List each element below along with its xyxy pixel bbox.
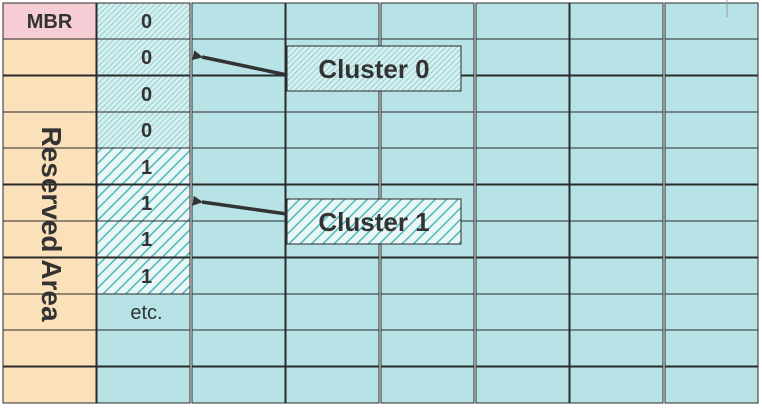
sector-cell-r5-c6 [569,184,664,222]
sector-cell-r0-c3 [285,2,380,40]
sector-cell-r8-c6 [569,293,664,331]
sector-label-1: 0 [141,47,152,69]
sector-cell-r10-c3 [285,366,380,404]
sector-cell-r0-c2 [191,2,286,40]
reserved-cell-r3 [2,111,97,149]
sector-cell-r7-c2 [191,257,286,295]
reserved-cell-r10 [2,366,97,404]
sector-cell-r7-c6 [569,257,664,295]
sector-cell-r8-c3 [285,293,380,331]
sector-cell-r2-c5 [475,75,570,113]
sector-label-0: 0 [141,11,152,33]
sector-cell-r3-c6 [569,111,664,149]
sector-cell-r6-c7 [664,220,759,258]
reserved-cell-r9 [2,329,97,367]
sector-cell-r4-c2 [191,147,286,185]
cluster-0-callout-label: Cluster 0 [318,54,429,84]
sector-cell-r2-c2 [191,75,286,113]
sector-cell-r3-c2 [191,111,286,149]
reserved-cell-r4 [2,147,97,185]
sector-cell-r1-c5 [475,38,570,76]
reserved-area-label: Reserved Area [36,126,67,322]
sector-cell-r9-c1 [96,329,191,367]
cluster-1-callout-label: Cluster 1 [318,207,429,237]
sector-cell-r2-c6 [569,75,664,113]
sector-cell-r6-c6 [569,220,664,258]
sector-cell-r10-c6 [569,366,664,404]
sector-cell-r8-c7 [664,293,759,331]
sector-cell-r5-c1 [96,184,191,222]
cluster-1-callout-box [286,198,462,245]
sector-cell-r0-c7 [664,2,759,40]
sector-cell-r9-c5 [475,329,570,367]
sector-labels: 0 0 0 0 1 1 1 1 etc. [130,11,162,324]
mbr-cell [2,2,97,40]
sector-cell-r4-c4 [380,147,475,185]
sector-cell-r9-c2 [191,329,286,367]
cluster-0-arrow [192,50,288,77]
sector-grid [96,2,759,404]
sector-cell-r7-c1 [96,257,191,295]
sector-cell-r9-c3 [285,329,380,367]
sector-cell-r10-c2 [191,366,286,404]
sector-cell-r10-c4 [380,366,475,404]
cluster-0-callout-box [286,45,462,92]
sector-cell-r4-c7 [664,147,759,185]
sector-cell-r1-c6 [569,38,664,76]
sector-cell-r3-c7 [664,111,759,149]
sector-label-6: 1 [141,229,152,251]
sector-cell-r0-c6 [569,2,664,40]
sector-label-2: 0 [141,84,152,106]
sector-cell-r7-c7 [664,257,759,295]
sector-cell-r6-c1 [96,220,191,258]
sector-cell-r10-c5 [475,366,570,404]
mbr-label: MBR [27,11,73,33]
sector-cell-r5-c5 [475,184,570,222]
reserved-area-cells [2,38,97,404]
sector-cell-r10-c7 [664,366,759,404]
reserved-cell-r6 [2,220,97,258]
sector-cell-r7-c3 [285,257,380,295]
sector-cell-r8-c5 [475,293,570,331]
sector-cell-r5-c7 [664,184,759,222]
sector-cell-r6-c5 [475,220,570,258]
sector-cell-r0-c5 [475,2,570,40]
sector-cell-r2-c1 [96,75,191,113]
sector-cell-r1-c7 [664,38,759,76]
sector-cell-r2-c7 [664,75,759,113]
sector-cell-r8-c4 [380,293,475,331]
sector-cell-r3-c3 [285,111,380,149]
sector-cell-r9-c6 [569,329,664,367]
sector-cell-r7-c5 [475,257,570,295]
sector-cell-r4-c6 [569,147,664,185]
sector-cell-r1-c1 [96,38,191,76]
sector-cell-r3-c4 [380,111,475,149]
reserved-cell-r2 [2,75,97,113]
sector-cell-r3-c5 [475,111,570,149]
sector-cell-r0-c1 [96,2,191,40]
sector-label-3: 0 [141,120,152,142]
sector-cell-r8-c2 [191,293,286,331]
sector-cell-r9-c4 [380,329,475,367]
reserved-cell-r5 [2,184,97,222]
sector-cell-r4-c3 [285,147,380,185]
reserved-cell-r7 [2,257,97,295]
sector-cell-r7-c4 [380,257,475,295]
sector-cell-r6-c2 [191,220,286,258]
sector-cell-r0-c4 [380,2,475,40]
sector-cell-r4-c1 [96,147,191,185]
sector-cell-r9-c7 [664,329,759,367]
reserved-cell-r1 [2,38,97,76]
sector-label-8: etc. [130,302,162,324]
sector-cell-r10-c1 [96,366,191,404]
sector-cell-r4-c5 [475,147,570,185]
sector-label-5: 1 [141,193,152,215]
cluster-1-arrow [192,195,288,216]
sector-label-4: 1 [141,157,152,179]
sector-label-7: 1 [141,266,152,288]
sector-cell-r3-c1 [96,111,191,149]
